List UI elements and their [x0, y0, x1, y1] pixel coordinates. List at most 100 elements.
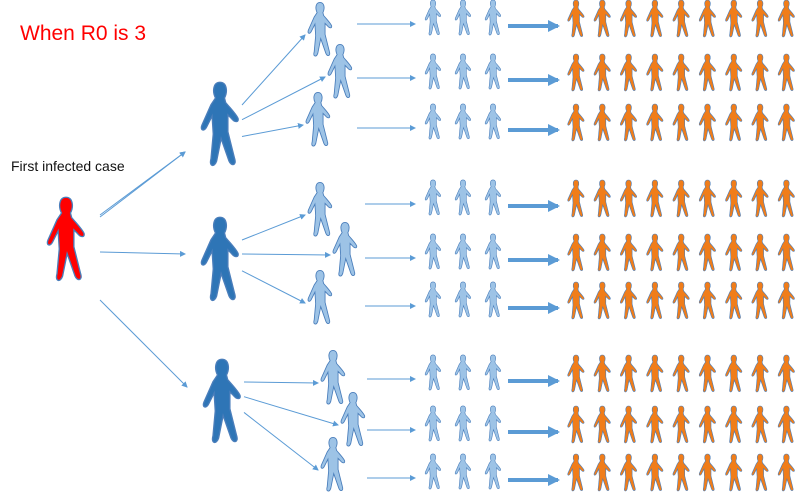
generation4-person-icon — [454, 453, 471, 490]
later-generation-person-icon — [672, 179, 690, 218]
later-generation-person-icon — [725, 354, 743, 393]
later-generation-person-icon — [567, 0, 585, 38]
first-case-person-icon — [46, 196, 85, 282]
later-generation-person-icon — [620, 453, 637, 492]
later-generation-person-icon — [698, 453, 716, 492]
generation4-person-icon — [454, 179, 471, 216]
later-generation-person-icon — [698, 179, 716, 218]
generation4-person-icon — [484, 354, 501, 391]
generation4-person-icon — [484, 0, 501, 36]
later-generation-person-icon — [620, 0, 637, 38]
generation3-person-icon — [340, 392, 366, 447]
spread-arrow — [243, 379, 319, 386]
later-generation-person-icon — [725, 281, 743, 320]
later-generation-person-icon — [751, 405, 769, 444]
later-generation-person-icon — [725, 179, 743, 218]
later-generation-person-icon — [593, 0, 611, 38]
later-generation-person-icon — [620, 103, 637, 142]
later-generation-person-icon — [777, 53, 795, 92]
later-generation-person-icon — [777, 103, 795, 142]
later-generation-person-icon — [698, 0, 716, 38]
first-case-label: First infected case — [11, 158, 125, 174]
later-generation-person-icon — [567, 405, 585, 444]
later-generation-person-icon — [567, 103, 585, 142]
later-generation-person-icon — [646, 453, 664, 492]
later-generation-person-icon — [777, 354, 795, 393]
later-generation-person-icon — [567, 53, 585, 92]
generation4-person-icon — [454, 233, 471, 270]
later-generation-person-icon — [725, 453, 743, 492]
generation4-person-icon — [424, 233, 441, 270]
later-generation-person-icon — [646, 103, 664, 142]
generation4-person-icon — [424, 53, 441, 90]
later-generation-person-icon — [620, 53, 637, 92]
later-generation-person-icon — [698, 233, 716, 272]
later-generation-person-icon — [777, 281, 795, 320]
later-generation-person-icon — [593, 103, 611, 142]
generation3-person-icon — [320, 437, 346, 492]
later-generation-person-icon — [646, 0, 664, 38]
spread-arrow — [99, 299, 188, 388]
later-generation-person-icon — [620, 233, 637, 272]
generation4-person-icon — [424, 281, 441, 318]
later-generation-person-icon — [646, 179, 664, 218]
later-generation-person-icon — [593, 405, 611, 444]
generation4-person-icon — [484, 233, 501, 270]
later-generation-person-icon — [593, 281, 611, 320]
generation3-person-icon — [307, 182, 333, 237]
later-generation-person-icon — [593, 354, 611, 393]
later-generation-person-icon — [672, 405, 690, 444]
later-generation-person-icon — [672, 0, 690, 38]
later-generation-person-icon — [646, 354, 664, 393]
later-generation-person-icon — [698, 354, 716, 393]
generation3-person-icon — [327, 44, 353, 99]
later-generation-person-icon — [777, 0, 795, 38]
later-generation-person-icon — [725, 103, 743, 142]
generation4-person-icon — [454, 103, 471, 140]
later-generation-person-icon — [698, 405, 716, 444]
later-generation-person-icon — [567, 281, 585, 320]
generation3-person-icon — [305, 92, 331, 147]
spread-arrow — [241, 122, 304, 137]
generation3-person-icon — [307, 2, 333, 57]
generation4-person-icon — [424, 179, 441, 216]
later-generation-person-icon — [698, 53, 716, 92]
later-generation-person-icon — [593, 53, 611, 92]
generation4-person-icon — [424, 405, 441, 442]
generation4-person-icon — [424, 0, 441, 36]
spread-arrow — [241, 251, 331, 258]
later-generation-person-icon — [751, 103, 769, 142]
spread-arrow — [243, 396, 339, 427]
spread-arrow — [99, 151, 186, 218]
later-generation-person-icon — [567, 233, 585, 272]
later-generation-person-icon — [567, 354, 585, 393]
generation2-person-icon — [200, 216, 239, 302]
generation4-person-icon — [484, 179, 501, 216]
later-generation-person-icon — [620, 405, 637, 444]
generation4-person-icon — [454, 53, 471, 90]
later-generation-person-icon — [777, 179, 795, 218]
spread-arrow — [241, 214, 306, 241]
later-generation-person-icon — [567, 179, 585, 218]
diagram-title: When R0 is 3 — [20, 22, 147, 45]
generation4-person-icon — [424, 354, 441, 391]
later-generation-person-icon — [646, 281, 664, 320]
later-generation-person-icon — [725, 0, 743, 38]
generation4-person-icon — [484, 453, 501, 490]
later-generation-person-icon — [751, 53, 769, 92]
later-generation-person-icon — [725, 233, 743, 272]
later-generation-person-icon — [672, 281, 690, 320]
later-generation-person-icon — [646, 233, 664, 272]
spread-arrow — [99, 250, 186, 257]
generation4-person-icon — [424, 103, 441, 140]
spread-arrow — [243, 412, 319, 471]
generation4-person-icon — [484, 103, 501, 140]
later-generation-person-icon — [698, 281, 716, 320]
later-generation-person-icon — [751, 0, 769, 38]
later-generation-person-icon — [698, 103, 716, 142]
later-generation-person-icon — [672, 53, 690, 92]
later-generation-person-icon — [777, 405, 795, 444]
later-generation-person-icon — [777, 453, 795, 492]
